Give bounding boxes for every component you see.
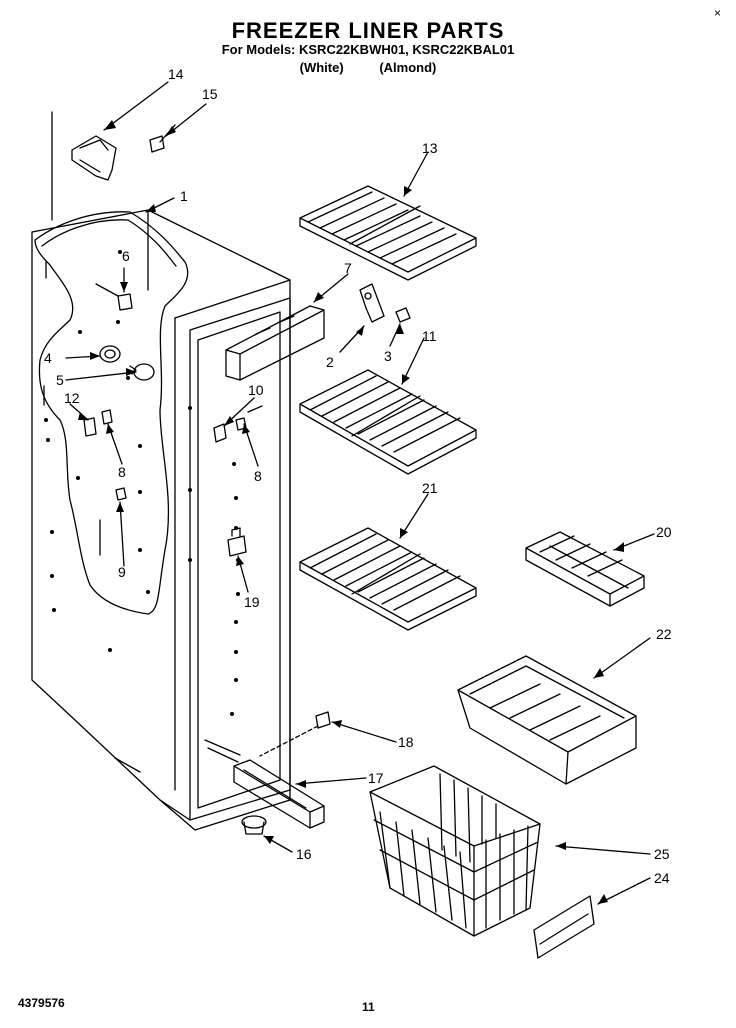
rail-part-17 (233, 759, 325, 829)
label-part-7: 7 (344, 260, 352, 276)
screw-part-18 (259, 711, 331, 757)
label-part-14: 14 (168, 66, 184, 82)
screw-part-3 (395, 307, 411, 323)
clip-part-6 (95, 283, 133, 311)
label-part-3: 3 (384, 348, 392, 364)
clip-part-10 (213, 423, 227, 443)
light-socket-part-4 (99, 345, 121, 363)
label-part-8-right: 8 (254, 468, 262, 484)
ice-tray-part-20 (525, 531, 645, 607)
label-part-10: 10 (248, 382, 264, 398)
label-part-5: 5 (56, 372, 64, 388)
label-part-8-left: 8 (118, 464, 126, 480)
freezer-liner-body (31, 209, 291, 831)
shelf-part-21 (299, 527, 477, 631)
page-number: 11 (362, 1000, 375, 1014)
label-part-21: 21 (422, 480, 438, 496)
label-part-20: 20 (656, 524, 672, 540)
pan-part-22 (457, 655, 637, 785)
clip-part-9 (115, 487, 127, 501)
cover-part-7 (225, 305, 325, 381)
label-part-9: 9 (118, 564, 126, 580)
label-part-4: 4 (44, 350, 52, 366)
label-part-15: 15 (202, 86, 218, 102)
plate-part-24 (533, 895, 595, 959)
label-part-13: 13 (422, 140, 438, 156)
clip-part-12 (83, 417, 97, 437)
label-part-19: 19 (244, 594, 260, 610)
label-part-18: 18 (398, 734, 414, 750)
models-line: For Models: KSRC22KBWH01, KSRC22KBAL01 (221, 42, 515, 57)
clip-part-8-right (235, 405, 263, 431)
shelf-part-13 (299, 185, 477, 281)
leader-arrowheads (78, 120, 624, 904)
label-part-11: 11 (422, 328, 437, 344)
shelf-part-11 (299, 369, 477, 475)
label-part-24: 24 (654, 870, 670, 886)
liner-holes (44, 250, 240, 716)
label-part-25: 25 (654, 846, 670, 862)
basket-part-25 (369, 765, 541, 937)
document-number: 4379576 (18, 996, 65, 1010)
label-part-16: 16 (296, 846, 312, 862)
variant-almond: (Almond) (379, 60, 437, 75)
variant-white: (White) (299, 60, 344, 75)
label-part-22: 22 (656, 626, 672, 642)
label-part-2: 2 (326, 354, 334, 370)
bracket-part-14 (51, 111, 117, 221)
clip-part-8-left (101, 409, 113, 425)
label-part-12: 12 (64, 390, 80, 406)
diagram-title: FREEZER LINER PARTS (231, 18, 505, 43)
label-part-1: 1 (180, 188, 188, 204)
button-part-16 (241, 815, 267, 835)
variants-line: (White) (Almond) (0, 60, 736, 75)
label-part-17: 17 (368, 770, 384, 786)
bracket-part-2 (359, 283, 385, 323)
label-part-6: 6 (122, 248, 130, 264)
corner-mark: × (714, 6, 722, 20)
switch-part-19 (227, 527, 247, 557)
